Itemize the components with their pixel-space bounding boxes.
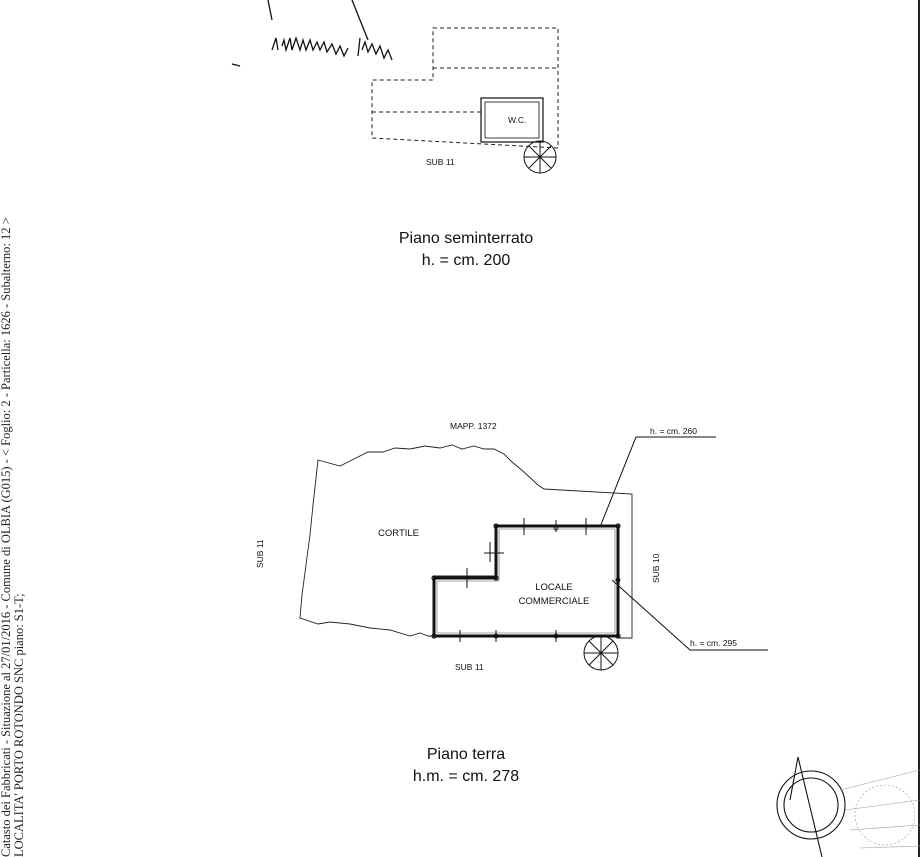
height-label-top: h. = cm. 260 [650,426,697,436]
commercial-space-walls [432,524,620,638]
sub-label-bottom: SUB 11 [455,662,484,672]
sub-label-left: SUB 11 [255,539,265,568]
locale-label-line-2: COMMERCIALE [519,596,590,607]
ground-caption: Piano terra h.m. = cm. 278 [356,744,576,788]
ground-caption-height: h.m. = cm. 278 [412,768,520,785]
spiral-staircase-icon [523,140,557,174]
wc-label: W.C. [508,115,526,125]
basement-caption-title: Piano seminterrato [398,230,534,247]
opening-marks [459,518,587,642]
handwritten-signature [231,0,393,67]
basement-sub-label: SUB 11 [426,157,455,167]
mapp-label: MAPP. 1372 [450,421,497,431]
ground-floor-plan: MAPP. 1372 [255,421,768,672]
basement-dashed-outline [371,27,559,149]
wc-room: W.C. [480,97,544,143]
seal-stamp-icon [839,769,920,849]
basement-caption: Piano seminterrato h. = cm. 200 [356,228,576,272]
spiral-staircase-icon [583,635,619,671]
height-leader-lines [599,436,768,651]
basement-plan: W.C. SUB 11 [231,0,559,174]
cortile-label: CORTILE [378,528,419,539]
height-label-right: h. = cm. 295 [690,638,737,648]
north-arrow-icon [776,756,846,857]
ground-caption-title: Piano terra [426,746,506,763]
sheet-border [918,0,920,857]
courtyard-boundary [299,444,633,639]
sub-label-right: SUB 10 [651,553,661,583]
basement-caption-height: h. = cm. 200 [421,252,511,269]
locale-label-line-1: LOCALE [535,582,573,593]
